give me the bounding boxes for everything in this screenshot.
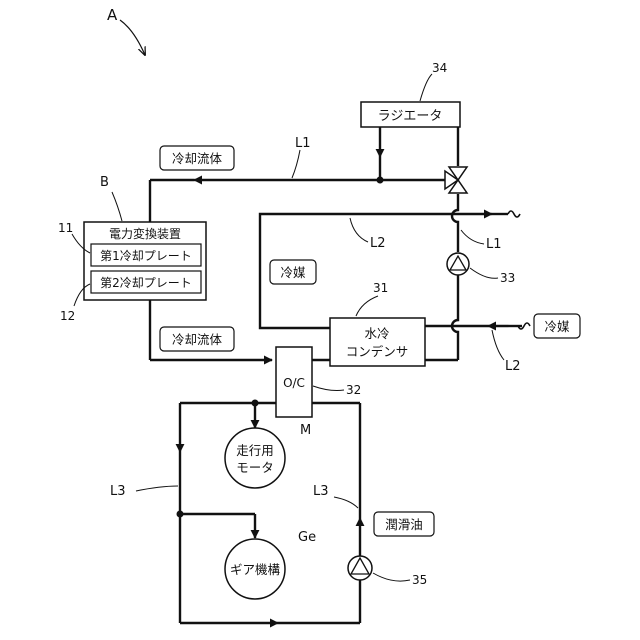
num-33: 33 — [500, 271, 515, 285]
traction-motor — [225, 428, 285, 488]
oil-cooler-label: O/C — [283, 376, 305, 390]
ref-M: M — [300, 423, 311, 438]
num-35: 35 — [412, 573, 427, 587]
cooling-plate-2-label: 第2冷却プレート — [100, 276, 192, 290]
leader-34 — [420, 74, 432, 101]
radiator-label: ラジエータ — [378, 109, 443, 124]
motor-label-1: 走行用 — [236, 443, 274, 458]
leader-31 — [356, 296, 378, 316]
num-31: 31 — [373, 281, 388, 295]
leader-33 — [470, 268, 498, 278]
label-L1-right: L1 — [486, 237, 502, 252]
ref-B: B — [100, 175, 109, 190]
gear-label: ギア機構 — [230, 562, 281, 577]
condenser-label-2: コンデンサ — [346, 344, 409, 359]
num-11: 11 — [58, 221, 73, 235]
label-L3-left: L3 — [110, 484, 126, 499]
ref-A: A — [107, 6, 118, 24]
leader-L3-left — [136, 486, 178, 491]
leader-L3-right — [334, 497, 358, 508]
refrigerant-label-inner: 冷媒 — [280, 265, 306, 280]
num-32: 32 — [346, 383, 361, 397]
leader-L2-inner — [350, 218, 368, 242]
num-34: 34 — [432, 61, 447, 75]
refrigerant-label-right: 冷媒 — [544, 319, 570, 334]
ref-Ge: Ge — [298, 530, 316, 545]
label-L2-right: L2 — [505, 359, 521, 374]
leader-35 — [373, 573, 410, 581]
leader-L2-right — [492, 330, 504, 360]
label-L1-top: L1 — [295, 136, 311, 151]
lubricant-label: 潤滑油 — [385, 517, 423, 532]
leader-L1-top — [292, 150, 300, 178]
label-L3-right: L3 — [313, 484, 329, 499]
coolant-label-top: 冷却流体 — [172, 151, 223, 166]
leader-B — [112, 192, 122, 221]
l1-right-upper — [452, 194, 458, 252]
coolant-label-bottom: 冷却流体 — [172, 332, 223, 347]
leader-32 — [313, 386, 344, 391]
cooling-plate-1-label: 第1冷却プレート — [100, 249, 192, 263]
pipe-break-top — [508, 211, 520, 217]
motor-label-2: モータ — [236, 460, 274, 475]
l1-right-lower — [452, 296, 458, 360]
label-L2-inner: L2 — [370, 236, 386, 251]
num-12: 12 — [60, 309, 75, 323]
condenser-label-1: 水冷 — [364, 326, 389, 341]
ref-A-arrow — [120, 20, 145, 55]
power-converter-label: 電力変換装置 — [109, 226, 181, 241]
leader-L1-right — [461, 230, 484, 244]
